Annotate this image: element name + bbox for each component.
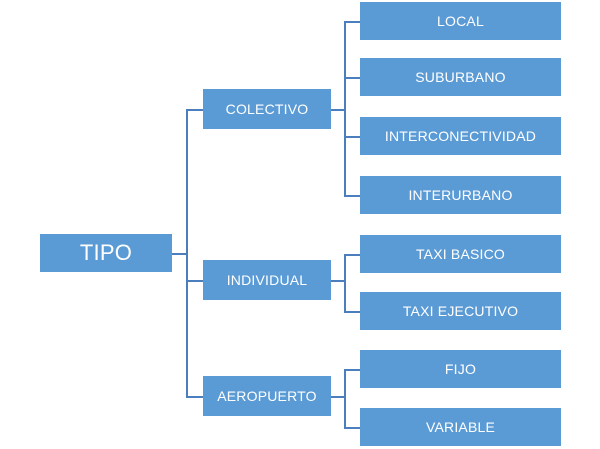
connector-colectivo-to-interurbano [344, 195, 360, 197]
connector-individual-stub [331, 280, 345, 282]
connector-colectivo-stub [331, 109, 345, 111]
node-aeropuerto[interactable]: AEROPUERTO [203, 376, 331, 416]
connector-colectivo-to-local [344, 21, 360, 23]
node-taxi-basico[interactable]: TAXI BASICO [360, 235, 561, 273]
connector-root-to-individual [186, 280, 203, 282]
connector-aeropuerto-stub [331, 396, 345, 398]
connector-root-stub [172, 253, 187, 255]
connector-aeropuerto-to-variable [344, 427, 360, 429]
node-tipo[interactable]: TIPO [40, 234, 172, 272]
node-fijo[interactable]: FIJO [360, 350, 561, 388]
node-interconectividad[interactable]: INTERCONECTIVIDAD [360, 117, 561, 155]
connector-individual-to-taxi-basico [344, 254, 360, 256]
connector-colectivo-to-interconectividad [344, 136, 360, 138]
connector-root-to-aeropuerto [186, 396, 203, 398]
node-colectivo[interactable]: COLECTIVO [203, 89, 331, 129]
node-taxi-ejecutivo[interactable]: TAXI EJECUTIVO [360, 292, 561, 330]
connector-colectivo-to-suburbano [344, 77, 360, 79]
node-variable[interactable]: VARIABLE [360, 408, 561, 446]
connector-individual-to-taxi-ejecutivo [344, 311, 360, 313]
connector-aeropuerto-to-fijo [344, 369, 360, 371]
node-individual[interactable]: INDIVIDUAL [203, 260, 331, 300]
connector-root-trunk [186, 109, 188, 396]
connector-individual-trunk [344, 254, 346, 312]
connector-root-to-colectivo [186, 109, 203, 111]
connector-colectivo-trunk [344, 21, 346, 195]
connector-aeropuerto-trunk [344, 369, 346, 428]
node-local[interactable]: LOCAL [360, 2, 561, 40]
node-suburbano[interactable]: SUBURBANO [360, 58, 561, 96]
node-interurbano[interactable]: INTERURBANO [360, 176, 561, 214]
